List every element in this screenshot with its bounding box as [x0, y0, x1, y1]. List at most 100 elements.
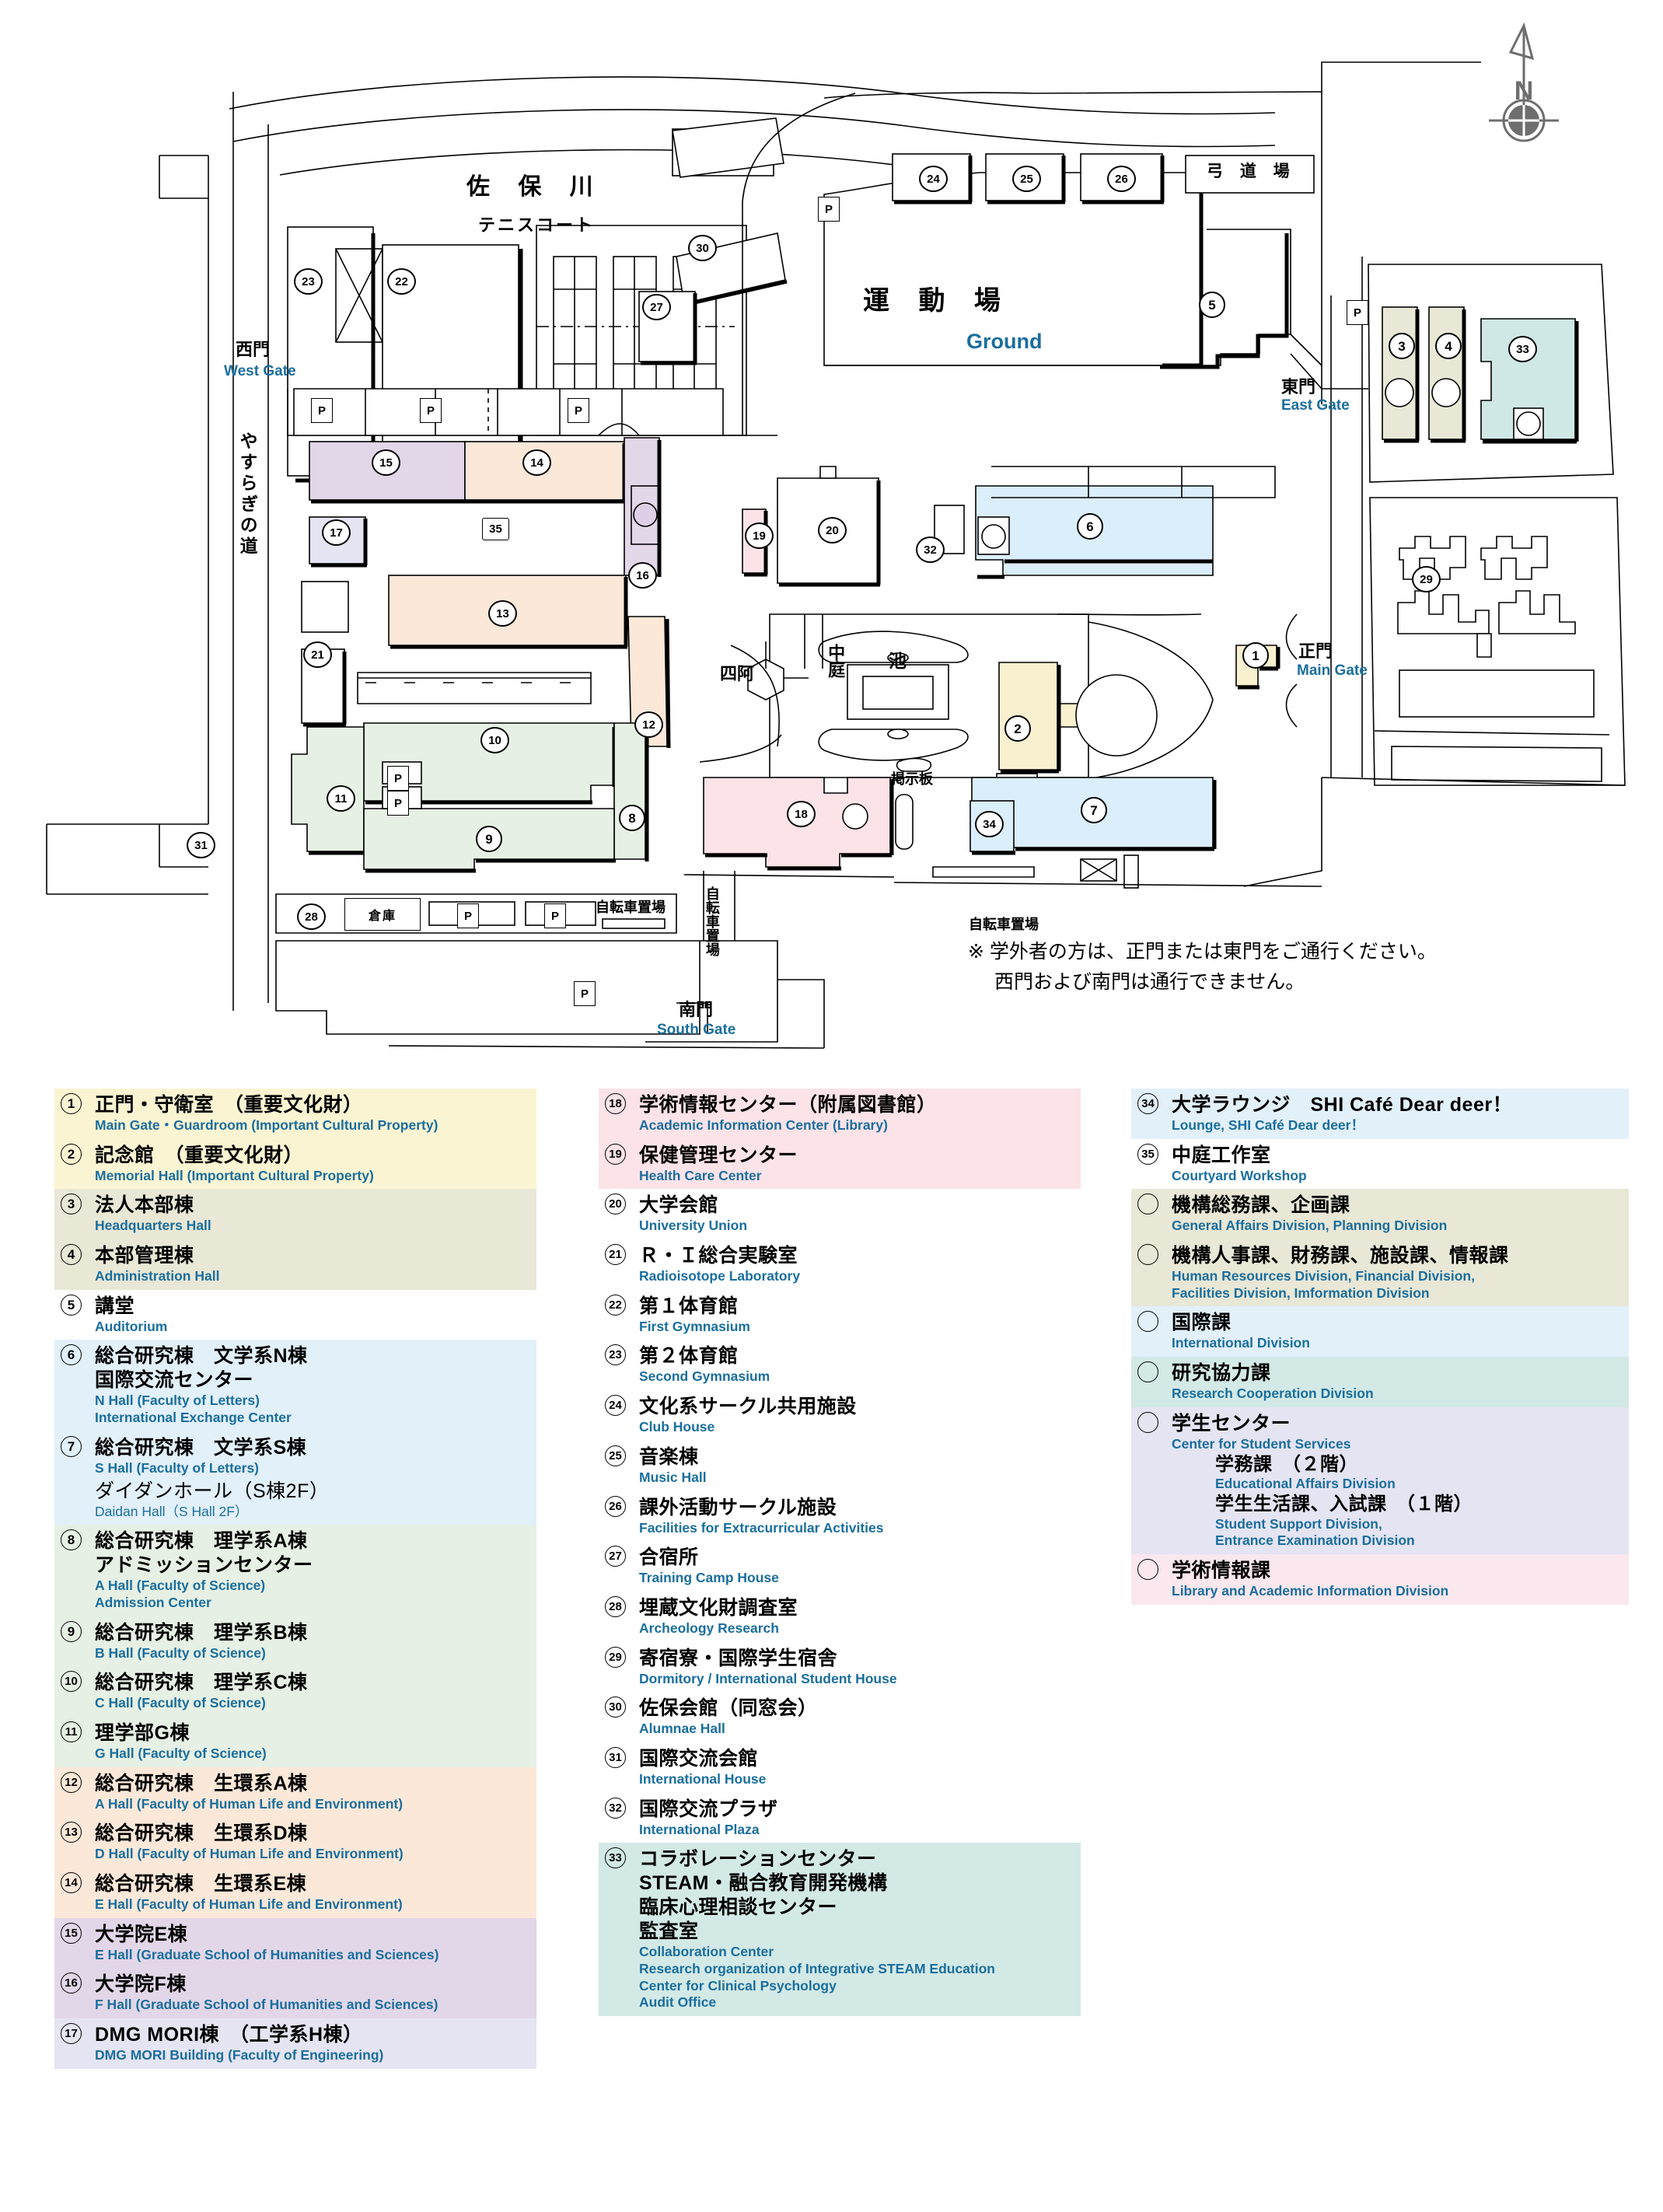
legend-marker: 32: [599, 1797, 639, 1819]
map-marker-31[interactable]: 31: [187, 832, 215, 858]
map-marker-15[interactable]: 15: [372, 449, 400, 476]
map-marker-11[interactable]: 11: [327, 785, 355, 812]
legend-label-en: First Gymnasium: [639, 1318, 750, 1334]
map-marker-14[interactable]: 14: [522, 449, 551, 476]
legend-label-jp: 法人本部棟: [95, 1194, 194, 1217]
map-marker-16[interactable]: 16: [628, 562, 657, 589]
map-marker-22[interactable]: 22: [387, 268, 416, 295]
map-marker-35[interactable]: 35: [482, 518, 509, 540]
map-marker-7[interactable]: 7: [1081, 797, 1107, 823]
legend-marker: [1131, 1311, 1172, 1336]
map-marker-27[interactable]: 27: [642, 294, 671, 320]
map-marker-24[interactable]: 24: [919, 166, 948, 192]
label-south-gate-jp: 南門: [679, 1000, 714, 1019]
map-marker-17[interactable]: 17: [322, 519, 351, 546]
map-marker-26[interactable]: 26: [1107, 166, 1136, 192]
legend-sub-entry[interactable]: 学務課 （２階）Educational Affairs Division: [1215, 1453, 1629, 1493]
legend-sub-entry[interactable]: 学生生活課、入試課 （１階）Student Support Division,E…: [1215, 1493, 1629, 1550]
map-marker-28[interactable]: 28: [297, 903, 326, 930]
map-marker-2[interactable]: 2: [1004, 715, 1031, 742]
map-marker-34[interactable]: 34: [975, 811, 1004, 837]
map-marker-21[interactable]: 21: [303, 641, 332, 668]
map-marker-25[interactable]: 25: [1012, 166, 1041, 192]
map-marker-30[interactable]: 30: [688, 235, 717, 261]
legend-marker: 24: [599, 1395, 639, 1417]
map-marker-19[interactable]: 19: [745, 522, 774, 549]
legend-marker: 26: [599, 1495, 639, 1517]
map-marker-29[interactable]: 29: [1412, 566, 1441, 592]
map-marker-32[interactable]: 32: [916, 536, 945, 563]
map-marker-6[interactable]: 6: [1077, 513, 1103, 540]
map-marker-8[interactable]: 8: [619, 805, 645, 831]
legend-label-jp: 国際交流センター: [95, 1369, 254, 1392]
map-marker-3[interactable]: 3: [1389, 333, 1415, 359]
map-marker-13[interactable]: 13: [488, 600, 517, 627]
map-marker-33[interactable]: 33: [1508, 336, 1537, 362]
legend-label-jp: 講堂: [95, 1295, 135, 1317]
map-marker-12[interactable]: 12: [634, 711, 663, 738]
label-courtyard: 中庭: [826, 644, 846, 678]
map-marker-10[interactable]: 10: [480, 727, 509, 753]
legend-label-jp: DMG MORI棟 （工学系H棟）: [95, 2024, 363, 2046]
legend-label-en: Research organization of Integrative STE…: [639, 1961, 995, 1976]
map-marker-5[interactable]: 5: [1199, 292, 1225, 318]
map-marker-1[interactable]: 1: [1242, 642, 1269, 669]
legend-label-jp: 総合研究棟 文学系S棟: [95, 1436, 307, 1459]
map-marker-9[interactable]: 9: [476, 826, 502, 852]
map-marker-23[interactable]: 23: [294, 268, 323, 295]
legend-marker: 35: [1131, 1143, 1172, 1165]
legend-label-jp: 総合研究棟 生環系E棟: [95, 1873, 307, 1895]
map-marker-18[interactable]: 18: [787, 801, 816, 827]
legend-label-en: E Hall (Faculty of Human Life and Enviro…: [95, 1896, 403, 1912]
legend-label-en: Auditorium: [95, 1318, 168, 1334]
map-marker-4[interactable]: 4: [1435, 333, 1462, 359]
map-marker-20[interactable]: 20: [818, 517, 847, 543]
